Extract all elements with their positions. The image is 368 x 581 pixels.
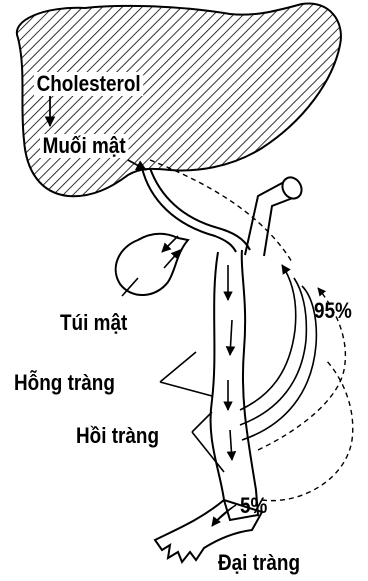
liver-shape (17, 4, 341, 197)
lost-percent-label: 5% (240, 495, 267, 517)
portal-vein (245, 182, 284, 255)
jejunum-label: Hỗng tràng (14, 372, 115, 394)
cholesterol-label: Cholesterol (34, 72, 143, 96)
ileum-label: Hồi tràng (76, 425, 159, 447)
small-intestine (211, 250, 258, 520)
colon-label: Đại tràng (218, 552, 300, 574)
gallbladder-label: Túi mật (60, 312, 127, 334)
gallbladder-shape (116, 234, 188, 295)
bile-salts-label: Muối mật (40, 134, 128, 158)
reabsorbed-percent-label: 95% (314, 300, 352, 322)
